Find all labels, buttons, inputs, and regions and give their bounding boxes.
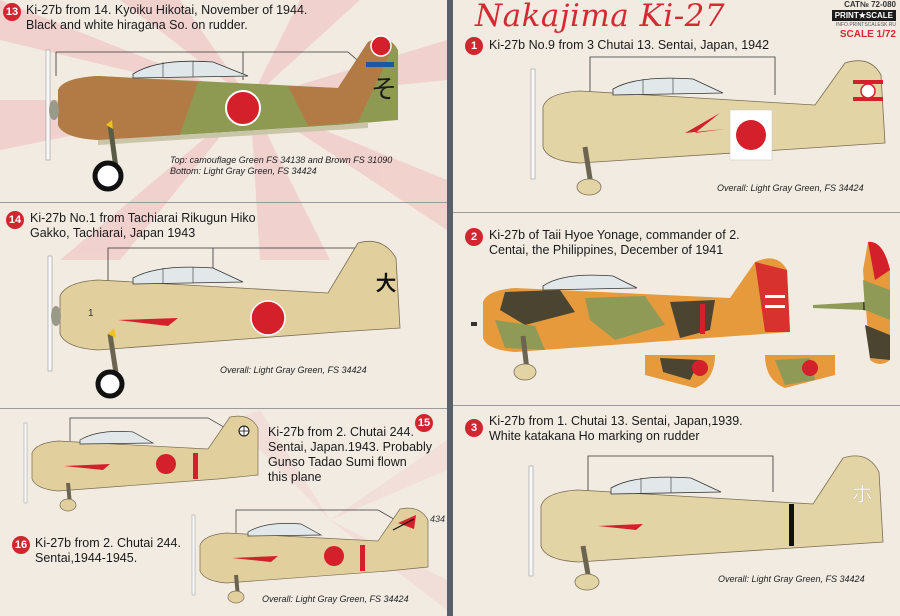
profile-3-aircraft: ホ [528,455,884,591]
tail-katakana-marking: ホ [851,482,873,507]
caption-line: this plane [268,470,322,484]
nose-number-marking: 1 [88,308,94,319]
caption-line: Ki-27b from 2. Chutai 244. [35,536,181,550]
section-divider [453,212,900,213]
caption-line: Ki-27b No.9 from 3 Chutai 13. Sentai, Ja… [489,38,770,52]
profile-2-caption: Ki-27b of Taii Hyoe Yonage, commander of… [489,228,740,258]
caption-line: White katakana Ho marking on rudder [489,429,700,443]
profile-15-number: 15 [415,414,433,432]
left-decal-sheet: 13 Ki-27b from 14. Kyoiku Hikotai, Novem… [0,0,447,616]
profile-13-number: 13 [3,3,21,21]
note-line: Overall: Light Gray Green, FS 34424 [220,365,367,375]
page-number: 434 [430,514,446,524]
profile-3-number: 3 [465,419,483,437]
section-divider [453,405,900,406]
note-line: Overall: Light Gray Green, FS 34424 [262,594,409,604]
profile-14-color-note: Overall: Light Gray Green, FS 34424 [220,365,367,376]
profile-15-aircraft [23,415,259,512]
profile-13-aircraft: そ [45,35,398,192]
profile-3-color-note: Overall: Light Gray Green, FS 34424 [718,574,865,585]
scale-label: SCALE 1/72 [839,29,896,40]
caption-line: Ki-27b from 2. Chutai 244. [268,425,414,439]
caption-line: Sentai, Japan.1943. Probably [268,440,433,454]
profile-3-caption: Ki-27b from 1. Chutai 13. Sentai, Japan,… [489,414,743,444]
profile-14-aircraft: 大 1 [47,240,401,399]
right-decal-sheet: Nakajima Ki-27 CAT№ 72-080 PRINT★SCALE I… [453,0,900,616]
profile-2-aircraft [471,241,890,388]
profile-14-caption: Ki-27b No.1 from Tachiarai Rikugun Hiko … [30,211,256,241]
profile-16-number: 16 [12,536,30,554]
profile-1-number: 1 [465,37,483,55]
caption-line: Black and white hiragana So. on rudder. [26,18,248,32]
profile-1-color-note: Overall: Light Gray Green, FS 34424 [717,183,864,194]
profile-13-caption: Ki-27b from 14. Kyoiku Hikotai, November… [26,3,307,33]
note-line: Top: camouflage Green FS 34138 and Brown… [170,155,393,165]
section-divider [0,408,447,409]
caption-line: Sentai,1944-1945. [35,551,138,565]
section-divider [0,202,447,203]
brand-url: INFO.PRINTSCALESK.RU [835,22,896,28]
profile-16-caption: Ki-27b from 2. Chutai 244. Sentai,1944-1… [35,536,181,566]
profile-15-caption: Ki-27b from 2. Chutai 244. Sentai, Japan… [268,425,432,485]
catalog-number: CAT№ 72-080 [844,0,896,9]
note-line: Overall: Light Gray Green, FS 34424 [717,183,864,193]
note-line: Bottom: Light Gray Green, FS 34424 [170,166,317,176]
caption-line: Ki-27b from 14. Kyoiku Hikotai, November… [26,3,308,17]
caption-line: Ki-27b of Taii Hyoe Yonage, commander of… [489,228,740,242]
caption-line: Centai, the Philippines, December of 194… [489,243,724,257]
caption-line: Ki-27b No.1 from Tachiarai Rikugun Hiko [30,211,256,225]
profile-1-caption: Ki-27b No.9 from 3 Chutai 13. Sentai, Ja… [489,38,769,53]
caption-line: Ki-27b from 1. Chutai 13. Sentai, Japan,… [489,414,743,428]
sheet-title: Nakajima Ki-27 [475,0,726,34]
profile-16-aircraft [191,507,429,604]
brand-block: CAT№ 72-080 PRINT★SCALE INFO.PRINTSCALES… [831,0,896,40]
brand-logo: PRINT★SCALE [831,10,896,21]
profile-16-color-note: Overall: Light Gray Green, FS 34424 [262,594,409,605]
tail-hiragana-marking: そ [371,74,397,104]
profile-1-aircraft [530,56,886,196]
note-line: Overall: Light Gray Green, FS 34424 [718,574,865,584]
profile-14-number: 14 [6,211,24,229]
profile-13-color-note: Top: camouflage Green FS 34138 and Brown… [170,155,392,177]
caption-line: Gakko, Tachiarai, Japan 1943 [30,226,196,240]
sheet-gap [447,0,453,616]
tail-kanji-marking: 大 [376,272,396,295]
caption-line: Gunso Tadao Sumi flown [268,455,407,469]
profile-2-number: 2 [465,228,483,246]
